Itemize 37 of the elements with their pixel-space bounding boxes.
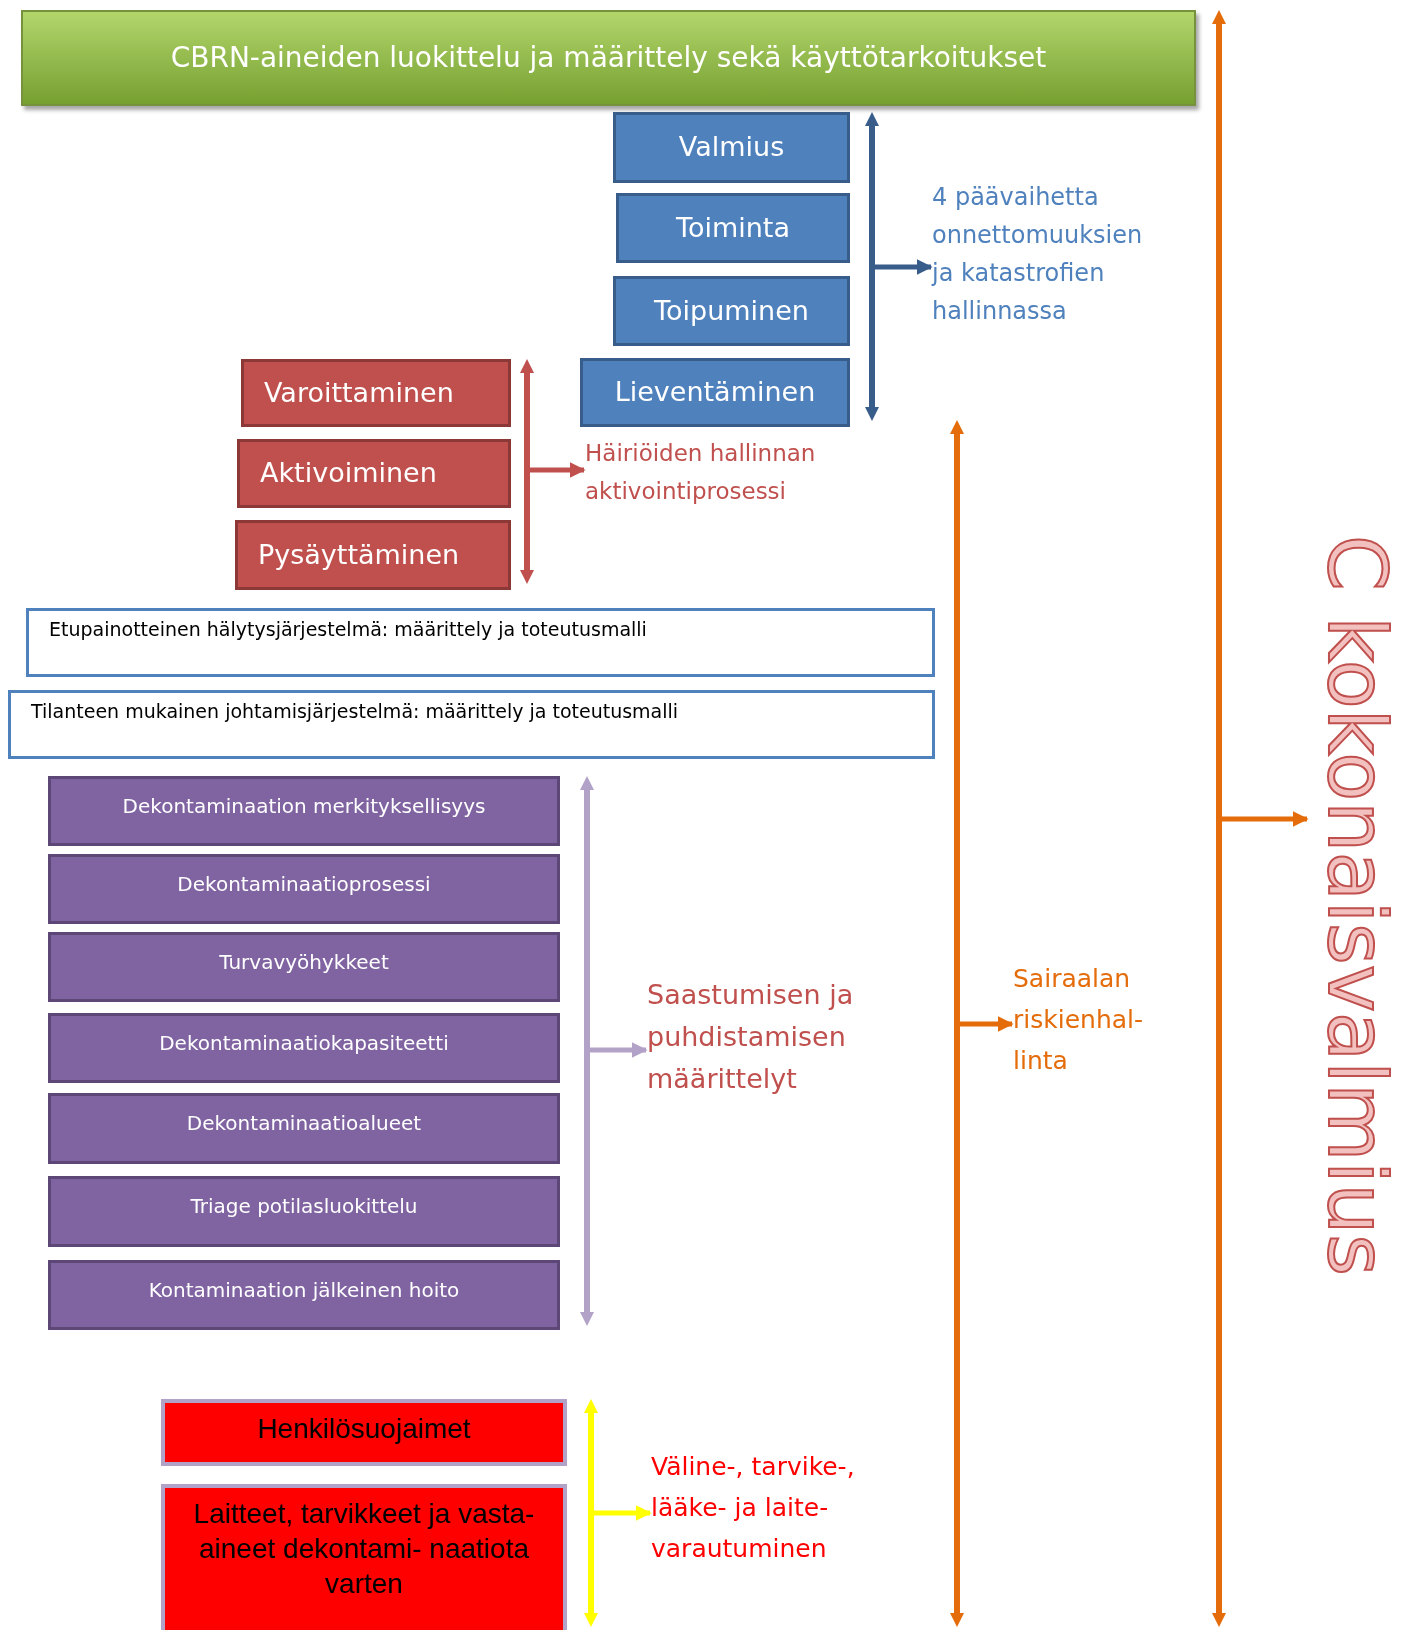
double-arrow-bar: [950, 420, 964, 1627]
group-caption: Häiriöiden hallinnan aktivointiprosessi: [585, 434, 865, 514]
group-caption: Sairaalan riskienhal- linta: [1013, 958, 1163, 1086]
double-arrow-bar: [584, 1399, 598, 1627]
double-arrow-bar: [865, 112, 879, 421]
arrow: [590, 1042, 648, 1058]
phase-box: Valmius: [613, 112, 850, 183]
double-arrow-bar: [520, 359, 534, 584]
topic-box: Dekontaminaatioalueet: [48, 1093, 560, 1164]
equipment-box: Henkilösuojaimet: [161, 1399, 567, 1466]
process-box: Varoittaminen: [241, 359, 511, 427]
equipment-box: Laitteet, tarvikkeet ja vasta-aineet dekontami- naatiota varten: [161, 1484, 567, 1630]
phase-box: Toiminta: [616, 193, 850, 263]
topic-box: Dekontaminaation merkityksellisyys: [48, 776, 560, 846]
model-box: Tilanteen mukainen johtamisjärjestelmä: määrittely ja toteutusmalli: [8, 690, 935, 759]
arrow: [530, 462, 586, 478]
model-box: Etupainotteinen hälytysjärjestelmä: määrittely ja toteutusmalli: [26, 608, 935, 677]
arrow: [1222, 811, 1309, 827]
vertical-title: C kokonaisvalmius: [1308, 470, 1404, 1340]
phase-box: Toipuminen: [613, 276, 850, 346]
topic-box: Kontaminaation jälkeinen hoito: [48, 1260, 560, 1330]
arrow: [960, 1016, 1014, 1032]
title-banner: CBRN-aineiden luokittelu ja määrittely sekä käyttötarkoitukset: [21, 10, 1196, 106]
arrow: [875, 259, 933, 275]
arrow: [594, 1505, 652, 1521]
double-arrow-bar: [580, 776, 594, 1326]
group-caption: 4 päävaihetta onnettomuuksien ja katastrofien hallinnassa: [932, 178, 1157, 330]
group-caption: Saastumisen ja puhdistamisen määrittelyt: [647, 974, 897, 1102]
double-arrow-bar: [1212, 10, 1226, 1627]
process-box: Pysäyttäminen: [235, 520, 511, 590]
phase-box: Lieventäminen: [580, 358, 850, 427]
process-box: Aktivoiminen: [237, 439, 511, 508]
topic-box: Dekontaminaatioprosessi: [48, 854, 560, 924]
topic-box: Dekontaminaatiokapasiteetti: [48, 1013, 560, 1083]
topic-box: Turvavyöhykkeet: [48, 932, 560, 1002]
group-caption: Väline-, tarvike-, lääke- ja laite- varautuminen: [651, 1446, 911, 1576]
topic-box: Triage potilasluokittelu: [48, 1176, 560, 1247]
